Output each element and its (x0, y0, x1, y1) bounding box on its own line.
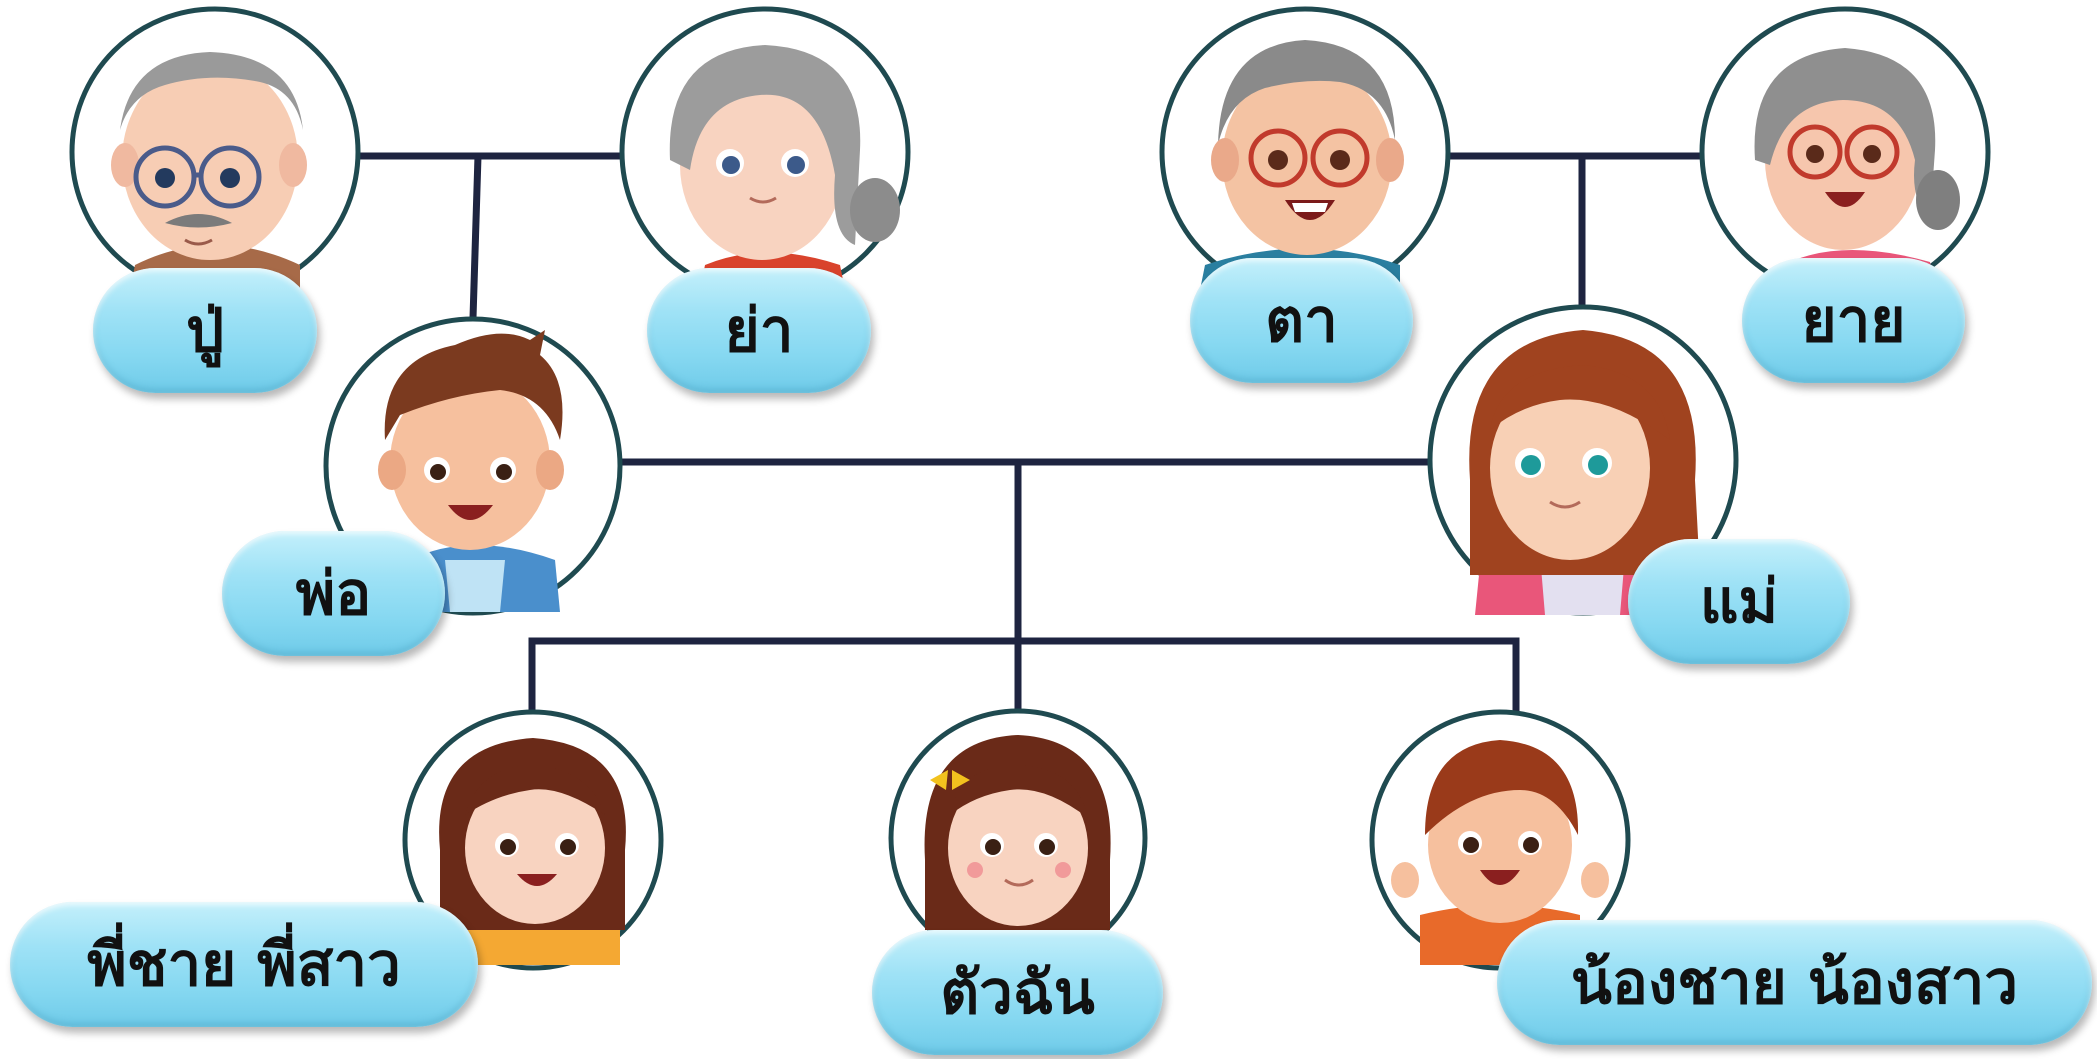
connector-lines (355, 152, 1705, 714)
girl-icon (439, 738, 626, 965)
label-mother: แม่ (1628, 539, 1850, 664)
girl-icon (924, 735, 1111, 962)
label-paternal-grandmother: ย่า (647, 268, 871, 393)
label-younger-siblings: น้องชาย น้องสาว (1497, 920, 2092, 1045)
label-maternal-grandfather: ตา (1190, 258, 1413, 383)
girl-icon (1469, 330, 1700, 615)
label-maternal-grandmother: ยาย (1742, 258, 1965, 383)
mother-portrait (1427, 304, 1739, 616)
paternal-grandmother-portrait (619, 6, 911, 298)
self-portrait (888, 708, 1148, 968)
father-link-line (469, 155, 482, 319)
label-older-siblings: พี่ชาย พี่สาว (10, 902, 478, 1027)
maternal-grandmother-portrait (1699, 6, 1991, 298)
paternal-grandfather-portrait (69, 6, 361, 298)
older-siblings-portrait (402, 709, 664, 971)
maternal-grandfather-portrait (1159, 6, 1451, 298)
label-father: พ่อ (222, 531, 445, 656)
label-self: ตัวฉัน (872, 930, 1163, 1055)
children-bracket-line (528, 637, 1520, 714)
elderly-woman-icon (1754, 48, 1960, 290)
label-paternal-grandfather: ปู่ (93, 268, 317, 393)
